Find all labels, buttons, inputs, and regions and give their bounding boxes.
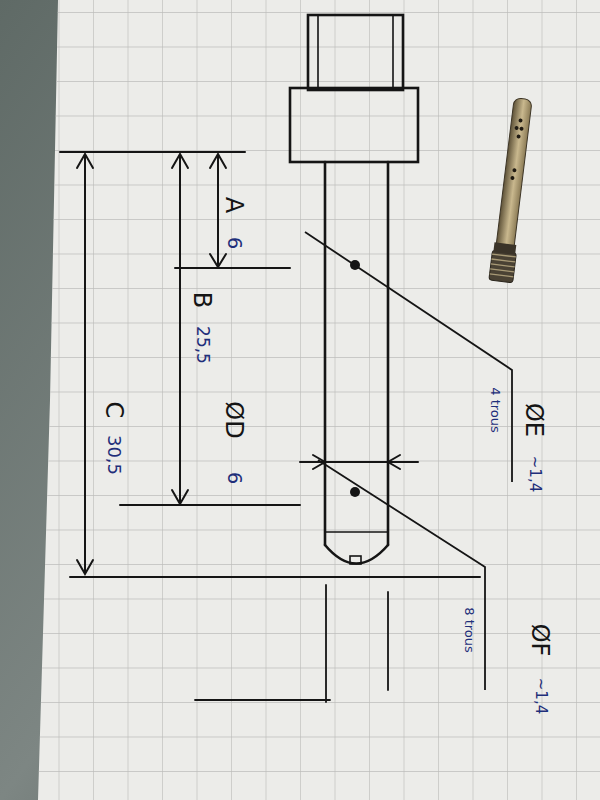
dimension-value: 6 [225, 472, 244, 484]
dimension-letter: ØF [528, 624, 552, 657]
dimension-letter: B [190, 292, 214, 308]
dimension-letter: C [102, 402, 126, 419]
dimension-letter: ØE [522, 403, 546, 437]
paper-grid [38, 0, 600, 800]
dimension-letter: ØD [222, 401, 246, 438]
dimension-value: 25,5 [194, 326, 211, 364]
part-outline [195, 15, 418, 702]
graph-paper [38, 0, 600, 800]
dimension-value: 8 trous [463, 607, 476, 653]
hole-leaders [305, 232, 512, 690]
dimension-value: 4 trous [489, 387, 502, 433]
dimension-lines [60, 152, 480, 577]
dimension-value: ~1,4 [533, 678, 548, 714]
dimension-value: 30,5 [105, 435, 123, 475]
dimension-value: 6 [225, 237, 244, 249]
dimension-value: ~1,4 [527, 456, 542, 492]
dimension-letter: A [222, 197, 246, 213]
brass-part [489, 97, 535, 283]
